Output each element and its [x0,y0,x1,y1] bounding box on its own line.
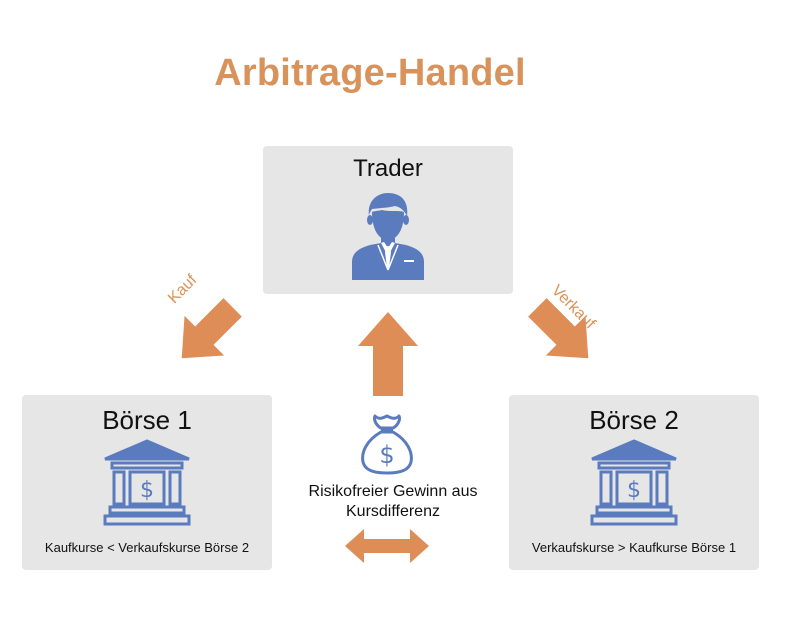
bank-icon: $ [590,439,678,526]
trader-person-icon [352,193,424,280]
buy-arrow [181,298,242,359]
exchange-2-note: Verkaufskurse > Kaufkurse Börse 1 [531,540,737,555]
trader-box: Trader [263,146,513,294]
trader-label: Trader [353,155,423,182]
exchange-2-box: Börse 2 $ Verkaufskurse > Kaufkurse Börs… [509,395,759,570]
svg-text:$: $ [379,441,394,469]
exchange-1-label: Börse 1 [102,405,192,435]
money-bag-icon: $ [361,414,413,475]
exchange-1-note: Kaufkurse < Verkaufskurse Börse 2 [44,540,250,555]
svg-text:$: $ [140,478,154,503]
double-arrow [345,529,429,563]
bank-icon: $ [103,439,191,526]
sell-arrow [528,298,589,359]
svg-text:$: $ [627,478,641,503]
exchange-1-box: Börse 1 $ Kaufkurse < Verkaufskurse Börs… [22,395,272,570]
exchange-2-label: Börse 2 [589,405,679,435]
up-arrow [358,312,418,396]
diagram-title: Arbitrage-Handel [214,52,526,94]
profit-label: Risikofreier Gewinn aus Kursdifferenz [308,483,478,520]
